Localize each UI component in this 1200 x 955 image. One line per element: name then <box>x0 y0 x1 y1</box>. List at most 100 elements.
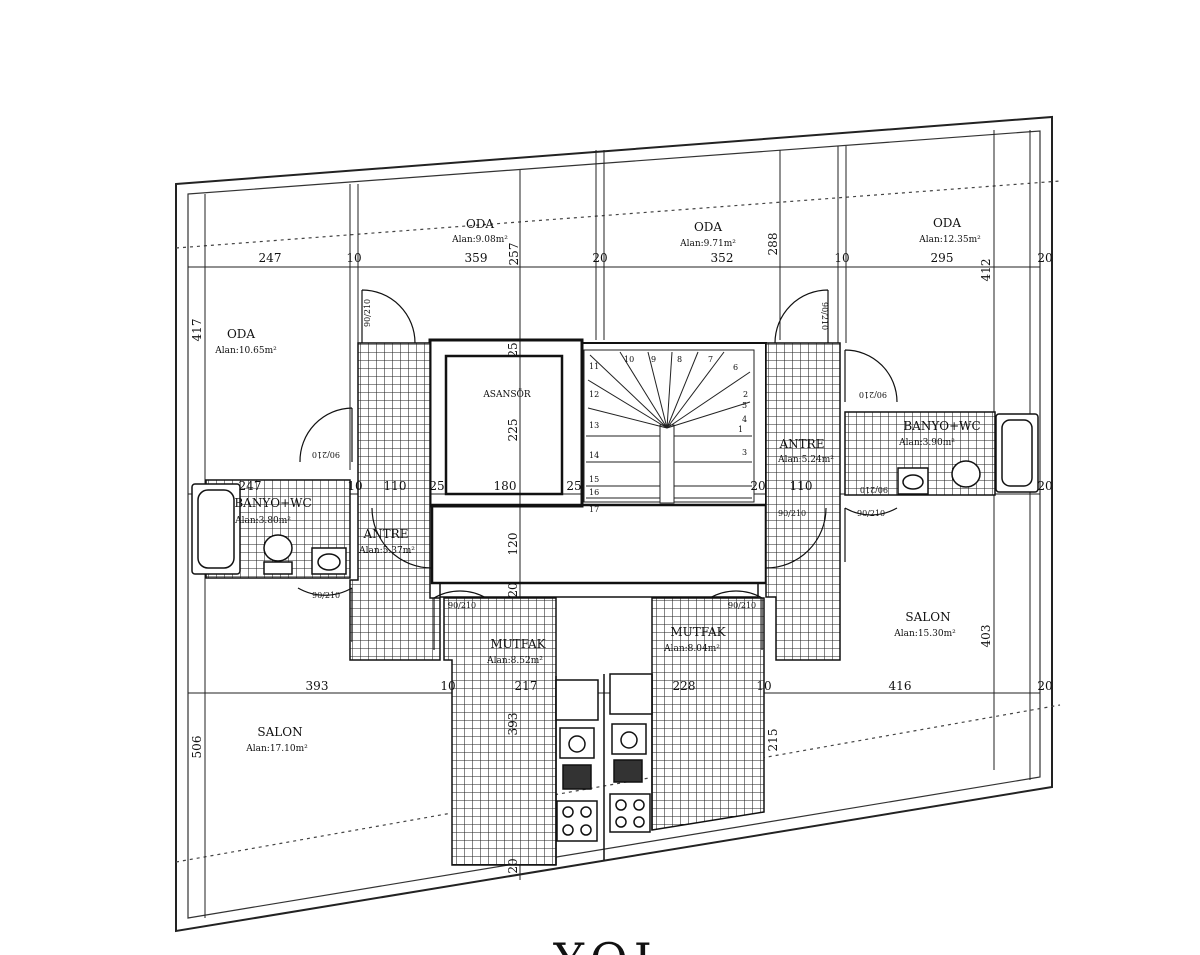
room-name-mutfak-right: MUTFAK <box>670 625 726 639</box>
room-area-mutfak-right: Alan:8.04m² <box>663 644 720 654</box>
room-area-antre-right: Alan:5.24m² <box>777 455 834 465</box>
road-label: YOL <box>553 933 671 955</box>
dim-mid-6: 25 <box>566 479 581 493</box>
dim-bottom-vertical-3: 403 <box>979 625 993 648</box>
room-name-asansor: ASANSÖR <box>482 388 531 400</box>
dim-mid-9: 20 <box>1037 479 1052 493</box>
room-area-oda-3: Alan:12.35m² <box>918 235 981 245</box>
dim-top-vertical-3: 412 <box>979 259 993 282</box>
room-name-banyo-left: BANYO+WC <box>234 496 311 510</box>
door-labels: 90/210 90/210 90/210 90/210 90/210 90/21… <box>312 299 888 610</box>
stair-numbers: 1 2 3 4 5 6 7 8 9 10 11 12 13 14 15 16 1… <box>589 355 748 514</box>
door-label-6: 90/210 <box>312 591 340 600</box>
door-label-1: 90/210 <box>363 299 372 327</box>
room-name-oda-3: ODA <box>933 216 961 230</box>
dim-core-vertical-4: 20 <box>506 582 520 597</box>
dim-mid-3: 110 <box>384 479 407 493</box>
dim-top-3: 359 <box>465 251 488 265</box>
dim-core-vertical-1: 25 <box>506 342 520 357</box>
dim-left-vertical-1: 417 <box>190 319 204 342</box>
dim-top-6: 10 <box>834 251 849 265</box>
dim-mid-2: 10 <box>347 479 362 493</box>
room-area-oda-4: Alan:10.65m² <box>214 346 277 356</box>
stair-step-14: 14 <box>589 451 599 460</box>
room-name-antre-left: ANTRE <box>363 527 409 541</box>
door-label-4: 90/210 <box>859 390 887 399</box>
dim-top-2: 10 <box>346 251 361 265</box>
dim-mid-5: 180 <box>494 479 517 493</box>
dim-bottom-2: 10 <box>440 679 455 693</box>
stair-step-15: 15 <box>589 475 599 484</box>
dim-bottom-vertical-1: 393 <box>506 713 520 736</box>
dim-mid-7: 20 <box>750 479 765 493</box>
stair-step-10: 10 <box>624 355 634 364</box>
dim-top-7: 295 <box>931 251 954 265</box>
stair-step-7: 7 <box>708 355 713 364</box>
stair-step-13: 13 <box>589 421 599 430</box>
room-name-oda-2: ODA <box>694 220 722 234</box>
stair-step-4: 4 <box>742 415 747 424</box>
stair-step-11: 11 <box>589 362 599 371</box>
room-name-oda-1: ODA <box>466 217 494 231</box>
door-label-2: 90/210 <box>820 302 829 330</box>
door-label-5: 90/210 <box>857 509 885 518</box>
dim-bottom-7: 20 <box>1037 679 1052 693</box>
dim-bottom-3: 217 <box>515 679 538 693</box>
stair-step-3: 3 <box>742 448 747 457</box>
dim-mid-8: 110 <box>790 479 813 493</box>
room-area-banyo-right: Alan:3.90m² <box>898 438 955 448</box>
room-name-oda-4: ODA <box>227 327 255 341</box>
door-swings <box>297 289 898 650</box>
door-label-10: 90/210 <box>778 509 806 518</box>
dim-top-vertical-2: 288 <box>766 233 780 256</box>
dim-core-vertical-3: 120 <box>506 533 520 556</box>
kitchen-fixtures <box>555 673 653 865</box>
dim-bottom-vertical-4: 20 <box>506 858 520 873</box>
dimension-labels: 247 10 359 20 352 10 295 20 257 288 412 … <box>190 233 1053 874</box>
dim-bottom-vertical-2: 215 <box>766 729 780 752</box>
dim-top-4: 20 <box>592 251 607 265</box>
room-name-antre-right: ANTRE <box>779 437 825 451</box>
room-name-banyo-right: BANYO+WC <box>903 419 980 433</box>
inner-wall <box>187 130 1041 919</box>
room-area-oda-1: Alan:9.08m² <box>451 235 508 245</box>
stair-step-8: 8 <box>677 355 682 364</box>
door-label-8: 90/210 <box>728 601 756 610</box>
dim-top-5: 352 <box>711 251 734 265</box>
dim-top-vertical-1: 257 <box>507 243 521 266</box>
dim-top-8: 20 <box>1037 251 1052 265</box>
dim-left-vertical-2: 506 <box>190 736 204 759</box>
dim-bottom-6: 416 <box>889 679 912 693</box>
door-label-9: 90/210 <box>860 485 888 494</box>
stair-step-9: 9 <box>651 355 656 364</box>
room-labels: ODA Alan:9.08m² ODA Alan:9.71m² ODA Alan… <box>214 216 981 754</box>
bath-fixtures <box>191 413 1039 575</box>
stair-step-16: 16 <box>589 488 599 497</box>
room-name-mutfak-left: MUTFAK <box>490 637 546 651</box>
door-label-3: 90/210 <box>312 450 340 459</box>
dim-bottom-5: 10 <box>756 679 771 693</box>
dim-core-vertical-2: 225 <box>506 419 520 442</box>
room-name-salon-left: SALON <box>257 725 302 739</box>
stair-step-2: 2 <box>743 390 748 399</box>
dim-bottom-1: 393 <box>306 679 329 693</box>
dim-mid-4: 25 <box>429 479 444 493</box>
stair-step-17: 17 <box>589 505 599 514</box>
dim-mid-1: 247 <box>239 479 262 493</box>
stair-step-1: 1 <box>738 425 743 434</box>
staircase <box>583 349 755 504</box>
dim-bottom-4: 228 <box>673 679 696 693</box>
setback-line-bottom <box>175 704 1061 863</box>
room-area-mutfak-left: Alan:8.52m² <box>486 656 543 666</box>
outer-wall <box>175 115 1053 933</box>
setback-line-top <box>175 180 1061 249</box>
stair-step-5: 5 <box>742 401 747 410</box>
room-area-antre-left: Alan:5.37m² <box>358 546 415 556</box>
room-area-banyo-left: Alan:3.80m² <box>234 516 291 526</box>
room-name-salon-right: SALON <box>905 610 950 624</box>
dim-top-1: 247 <box>259 251 282 265</box>
door-label-7: 90/210 <box>448 601 476 610</box>
room-area-salon-left: Alan:17.10m² <box>245 744 308 754</box>
room-area-oda-2: Alan:9.71m² <box>679 239 736 249</box>
